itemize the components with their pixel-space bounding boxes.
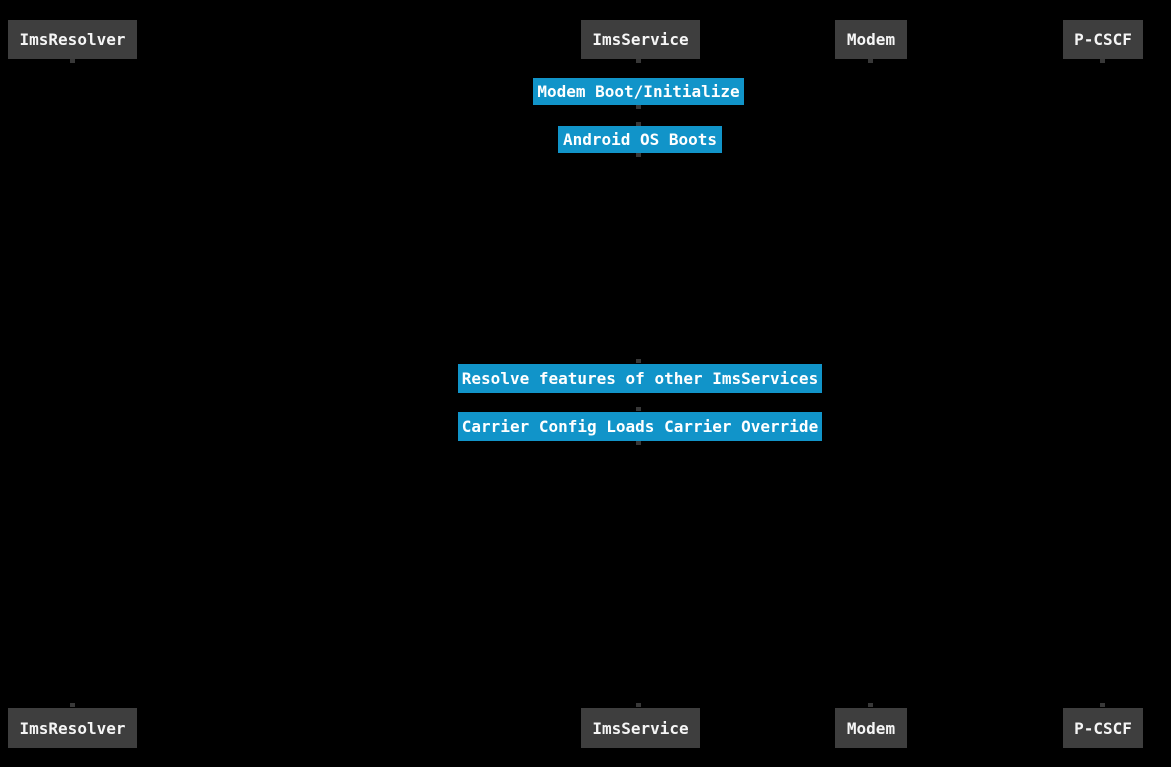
participant-imsresolver-bottom: ImsResolver xyxy=(8,708,137,748)
participant-imsservice-top: ImsService xyxy=(581,20,700,59)
lifeline-tick xyxy=(868,703,873,707)
lifeline-tick xyxy=(636,703,641,707)
participant-imsresolver-top: ImsResolver xyxy=(8,20,137,59)
lifeline-tick xyxy=(636,105,641,109)
participant-pcscf-bottom: P-CSCF xyxy=(1063,708,1143,748)
participant-modem-top: Modem xyxy=(835,20,907,59)
note-android-os-boots: Android OS Boots xyxy=(558,126,722,153)
participant-modem-bottom: Modem xyxy=(835,708,907,748)
lifeline-tick xyxy=(636,407,641,411)
participant-pcscf-top: P-CSCF xyxy=(1063,20,1143,59)
lifeline-tick xyxy=(636,359,641,363)
note-resolve-features: Resolve features of other ImsServices xyxy=(458,364,822,393)
lifeline-tick xyxy=(70,59,75,63)
lifeline-tick xyxy=(1100,703,1105,707)
note-modem-boot-initialize: Modem Boot/Initialize xyxy=(533,78,744,105)
participant-imsservice-bottom: ImsService xyxy=(581,708,700,748)
lifeline-tick xyxy=(636,153,641,157)
lifeline-tick xyxy=(868,59,873,63)
lifeline-tick xyxy=(636,122,641,126)
lifeline-tick xyxy=(1100,59,1105,63)
note-carrier-config: Carrier Config Loads Carrier Override xyxy=(458,412,822,441)
lifeline-tick xyxy=(636,59,641,63)
lifeline-tick xyxy=(636,441,641,445)
lifeline-tick xyxy=(70,703,75,707)
